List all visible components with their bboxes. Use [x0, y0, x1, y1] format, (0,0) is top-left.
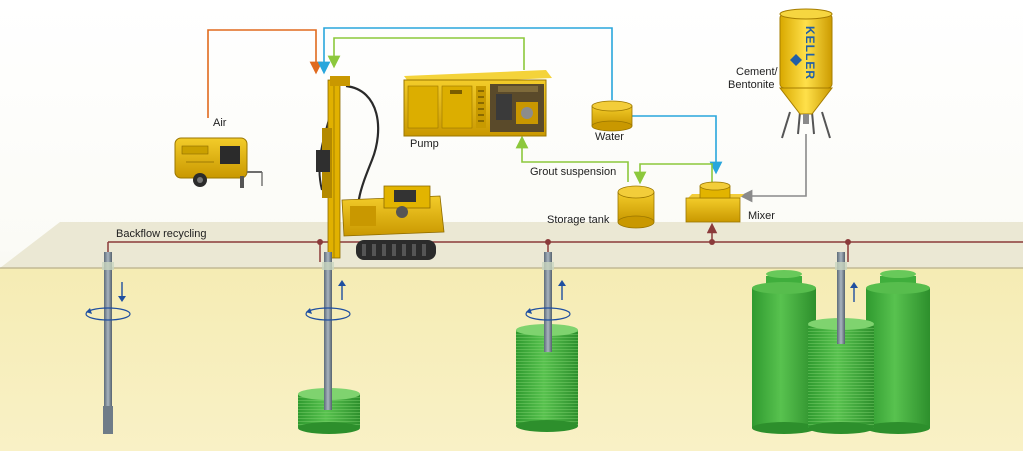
cement-to-mixer-line [739, 134, 807, 203]
mixer-unit [685, 181, 744, 223]
mixer-label: Mixer [748, 210, 775, 222]
air-compressor [174, 137, 263, 188]
water-label: Water [595, 131, 624, 143]
movement-arrowheads [118, 280, 858, 302]
movement-arrows [121, 282, 855, 302]
storage-tank [617, 185, 655, 229]
rotation-indicators [85, 307, 571, 321]
drill-rig [316, 76, 445, 260]
water-tank [591, 100, 633, 132]
pump-unit [403, 70, 552, 137]
storage-tank-label: Storage tank [547, 214, 610, 226]
ground-surface [0, 222, 1023, 268]
air-line [207, 29, 323, 118]
rotation-icon-2 [305, 307, 351, 321]
backflow-recycling-label: Backflow recycling [116, 228, 207, 240]
drill-rod-1 [102, 252, 114, 434]
drill-rod-2 [322, 252, 334, 410]
rotation-icon-1 [85, 307, 131, 321]
rotation-icon-3 [525, 307, 571, 321]
mixer-to-tank-line [633, 163, 713, 186]
cement-bentonite-silo: KELLER [778, 8, 834, 139]
water-to-rig-line [317, 27, 613, 100]
backflow-node-4 [845, 239, 851, 245]
column-in-progress [516, 324, 578, 432]
cement-label: Cement/ [736, 66, 778, 78]
backflow-node-1 [317, 239, 323, 245]
air-label: Air [213, 117, 227, 129]
grout-to-rig-line [327, 37, 525, 70]
backflow-node-2 [545, 239, 551, 245]
rotation-arrowheads [86, 308, 532, 314]
pump-label: Pump [410, 138, 439, 150]
drill-rod-3 [542, 252, 554, 352]
column-start [298, 388, 360, 434]
completed-columns [752, 270, 930, 434]
grout-suspension-line [515, 135, 629, 182]
water-to-mixer-line [632, 115, 723, 175]
grout-suspension-label: Grout suspension [530, 166, 617, 178]
silo-brand-text: KELLER [803, 26, 817, 80]
drill-rod-4 [835, 252, 847, 344]
bentonite-label: Bentonite [728, 79, 775, 91]
backflow-node-3 [709, 239, 715, 245]
